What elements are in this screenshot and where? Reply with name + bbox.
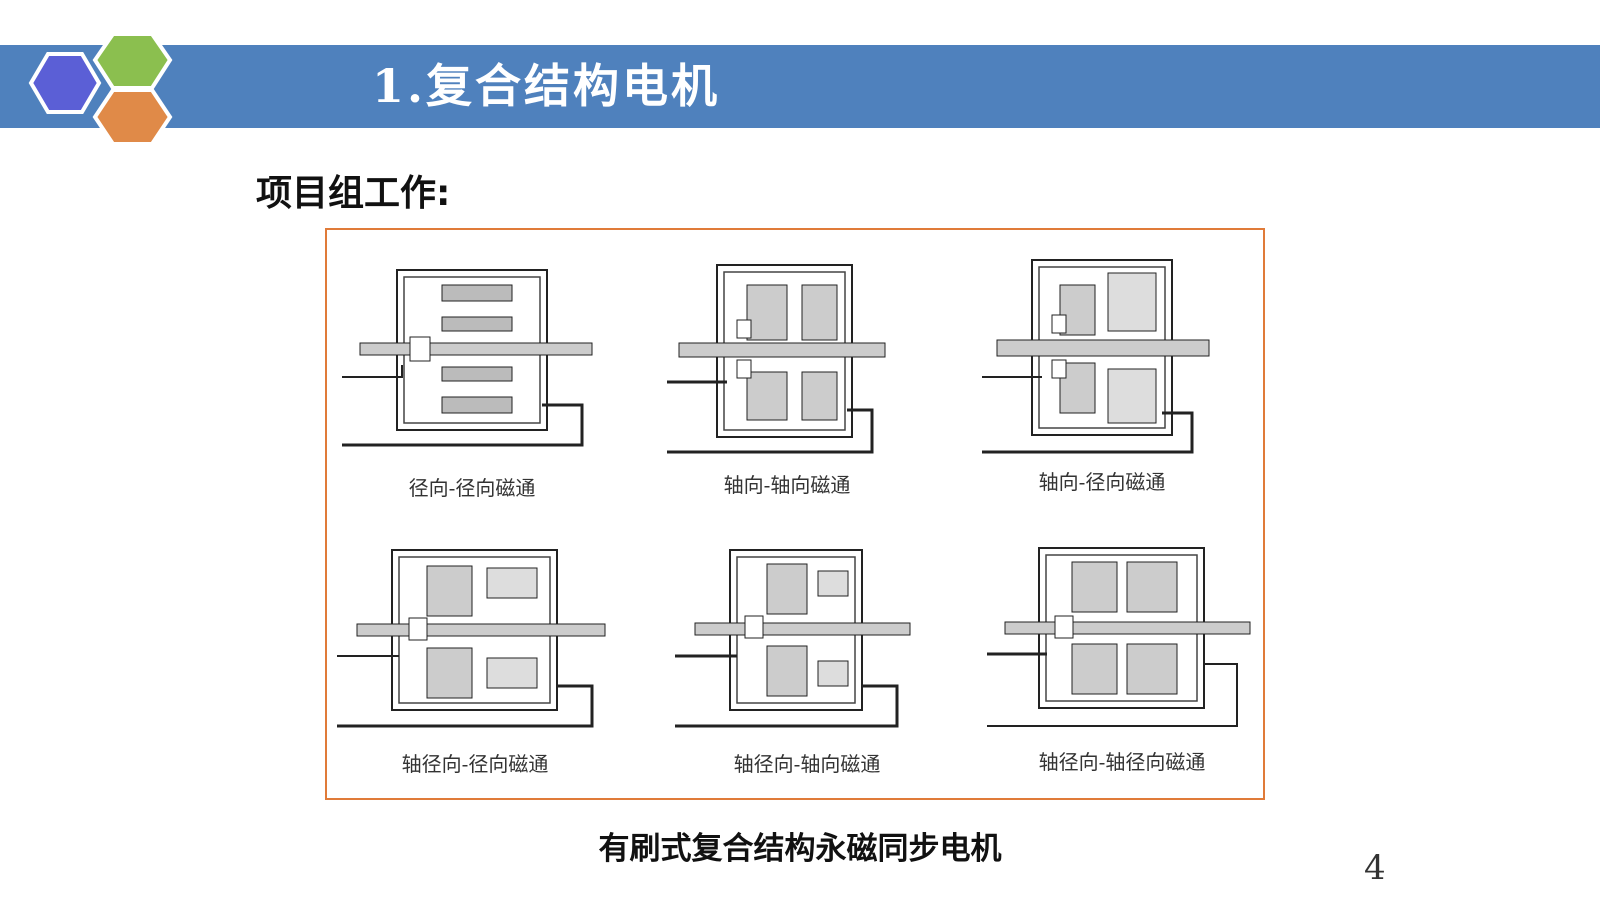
diagram-caption: 径向-径向磁通 <box>408 476 536 500</box>
green-hexagon <box>92 32 173 90</box>
radial-radial-motor-diagram-icon <box>342 269 593 447</box>
diagram-caption: 轴向-轴向磁通 <box>723 473 851 497</box>
header-bar <box>0 45 1600 128</box>
axial-radial-to-axial-motor-diagram-icon <box>675 549 911 728</box>
orange-hexagon <box>92 88 173 146</box>
blue-hexagon <box>28 52 102 114</box>
figure-caption: 有刷式复合结构永磁同步电机 <box>598 831 1002 867</box>
section-heading: 项目组工作: <box>256 173 451 214</box>
slide-title: 1.复合结构电机 <box>372 59 721 113</box>
diagram-caption: 轴向-径向磁通 <box>1038 470 1166 494</box>
axial-axial-motor-diagram-icon <box>667 264 886 454</box>
axial-radial-to-axial-radial-motor-diagram-icon <box>987 547 1251 727</box>
figure-frame: 径向-径向磁通 轴向-轴向磁通 轴向-径向磁通 <box>325 228 1265 800</box>
axial-radial-motor-diagram-icon <box>982 259 1210 454</box>
page-number: 4 <box>1364 848 1386 888</box>
diagram-caption: 轴径向-轴向磁通 <box>733 752 881 776</box>
axial-radial-to-radial-motor-diagram-icon <box>337 549 606 728</box>
diagram-caption: 轴径向-径向磁通 <box>401 752 549 776</box>
hexagon-logo-icon <box>28 32 173 146</box>
diagram-caption: 轴径向-轴径向磁通 <box>1038 750 1206 774</box>
